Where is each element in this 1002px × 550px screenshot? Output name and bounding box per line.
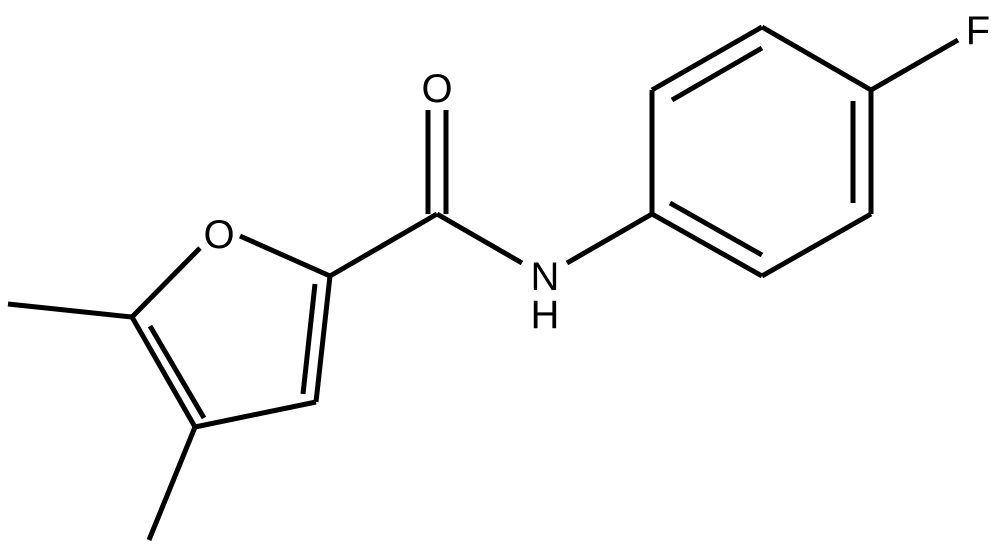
carbonyl-oxygen-label: O (421, 67, 452, 111)
bond-c3-c2-double (300, 275, 333, 403)
amide-hydrogen-label: H (531, 293, 560, 337)
bond-methyl-c5 (7, 301, 133, 320)
bond-c2-carbonyl (328, 211, 439, 279)
bond-carbonyl-n (435, 211, 524, 266)
bond-aryl-f (869, 37, 960, 93)
bond-o1-c5 (130, 246, 202, 319)
bond-aryl-2 (650, 24, 764, 103)
bond-aryl-6 (650, 200, 764, 279)
amide-nitrogen-label: N (531, 255, 560, 299)
bond-methyl-c4 (146, 426, 198, 541)
fluorine-label: F (966, 9, 990, 53)
bond-aryl-3 (760, 24, 873, 93)
bond-carbonyl-double (425, 110, 449, 214)
bond-aryl-5 (760, 211, 873, 279)
bond-c5-c4-double (129, 315, 207, 429)
furan-oxygen-label: O (203, 213, 234, 257)
bond-c2-o1 (238, 233, 332, 279)
bond-c4-c3 (194, 399, 317, 430)
bond-aryl-4 (850, 90, 874, 214)
bond-n-aryl (565, 211, 654, 266)
